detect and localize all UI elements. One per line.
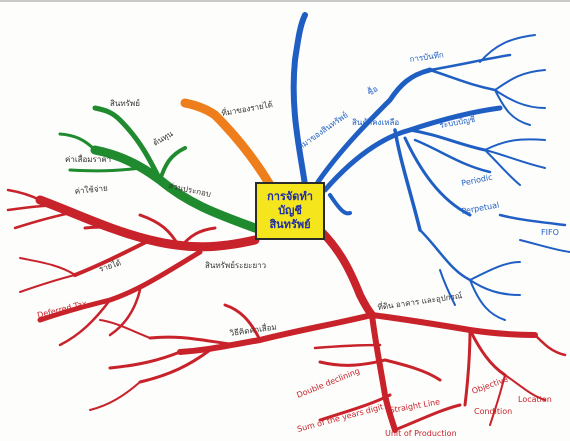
red-branch-group (6, 188, 567, 433)
label-blue-sub1: ซื้อ (365, 83, 380, 98)
label-green-sub1: สินทรัพย์ (110, 98, 140, 108)
red-trunk-down (316, 226, 376, 319)
center-title-line2: บัญชี (278, 204, 302, 217)
center-topic-box: การจัดทำ บัญชี สินทรัพย์ (255, 182, 325, 240)
orange-branch-group (180, 98, 275, 190)
blue-branch-group (290, 12, 570, 321)
label-sum-of-years: Sum of the years digit (296, 402, 384, 434)
label-red-sub4: ที่ดิน อาคาร และอุปกรณ์ (377, 289, 464, 312)
label-blue-main: ที่มาของสินทรัพย์ (295, 109, 350, 152)
label-units-of-production: Unit of Production (385, 429, 457, 438)
label-orange-main: ที่มาของรายได้ (220, 98, 273, 118)
label-green-sub3: ค่าเสื่อมราคา (65, 153, 111, 164)
label-objective: Objective (471, 374, 510, 395)
orange-trunk (180, 98, 275, 190)
label-straight-line: Straight Line (389, 397, 441, 415)
label-blue-sub4: การบันทึก (409, 50, 444, 64)
label-periodic: Periodic (461, 173, 494, 188)
blue-trunk (290, 12, 308, 188)
label-red-sub1: ค่าใช้จ่าย (74, 184, 108, 196)
blue-trunk-2 (315, 67, 433, 185)
label-red-sub2: รายได้ (98, 258, 122, 274)
label-location: Location (518, 395, 552, 404)
label-green-sub2: ต้นทุน (152, 129, 175, 148)
center-title-line3: สินทรัพย์ (269, 218, 311, 231)
label-blue-sub2: สินค้าคงเหลือ (352, 118, 399, 127)
label-double-declining: Double declining (295, 366, 361, 400)
green-branch-group (58, 105, 260, 233)
label-condition: Condition (474, 407, 512, 416)
center-title-line1: การจัดทำ (267, 190, 313, 203)
label-perpetual: Perpetual (461, 200, 500, 215)
label-deferred-tax: Deferred Tax (36, 299, 88, 320)
label-red-main: สินทรัพย์ระยะยาว (205, 260, 266, 270)
label-fifo: FIFO (541, 228, 559, 237)
